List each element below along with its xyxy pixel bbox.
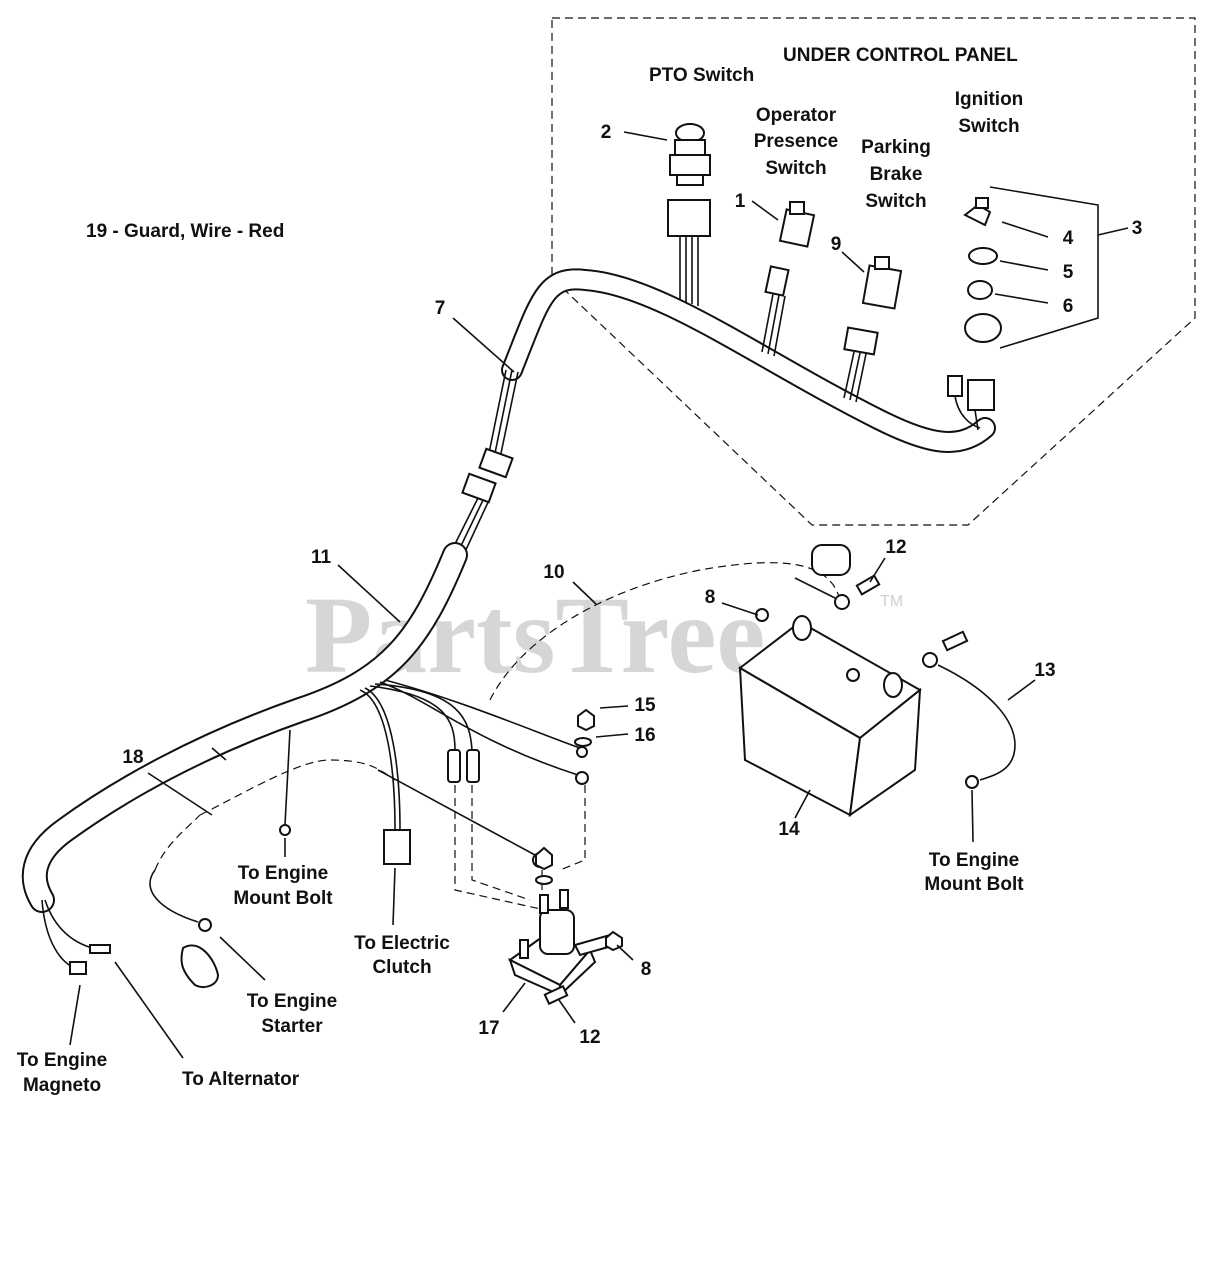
- callout-12-bottom: 12: [579, 1027, 600, 1048]
- label-mount-left-2: Mount Bolt: [233, 888, 333, 909]
- pto-connector: [667, 199, 711, 237]
- spade-terminal-b: [466, 749, 480, 783]
- ignition-bezel: [968, 247, 998, 265]
- callout-numbers: 2 1 9 4 5 6 3 7 11 10 12 8 15 16 13 14 1…: [122, 122, 1142, 1048]
- ignition-switch-parts: [947, 186, 1129, 431]
- callout-12-top: 12: [885, 537, 906, 558]
- battery: [738, 608, 922, 818]
- label-starter-2: Starter: [261, 1016, 323, 1037]
- label-operator-3: Switch: [765, 158, 826, 179]
- ignition-key: [963, 203, 992, 227]
- magneto-connector: [69, 961, 87, 975]
- operator-connector: [764, 265, 790, 297]
- harness-branch-wires: [41, 679, 589, 975]
- label-alternator: To Alternator: [182, 1069, 300, 1090]
- callout-16: 16: [634, 725, 655, 746]
- label-magneto-2: Magneto: [23, 1075, 101, 1096]
- callout-13: 13: [1034, 660, 1055, 681]
- harness-connector-lower: [461, 472, 497, 504]
- label-mount-right-1: To Engine: [929, 850, 1019, 871]
- callout-9: 9: [831, 234, 842, 255]
- starter-boot: [180, 944, 220, 988]
- callout-10: 10: [543, 562, 564, 583]
- label-mount-right-2: Mount Bolt: [924, 874, 1024, 895]
- ignition-body: [964, 313, 1002, 343]
- label-clutch-2: Clutch: [372, 957, 431, 978]
- wire-18-guide: [199, 759, 396, 816]
- callout-6: 6: [1063, 296, 1074, 317]
- callout-5: 5: [1063, 262, 1074, 283]
- label-mount-left-1: To Engine: [238, 863, 328, 884]
- label-clutch-1: To Electric: [354, 933, 450, 954]
- label-ignition-2: Switch: [958, 116, 1019, 137]
- callout-2: 2: [601, 122, 612, 143]
- callout-8-top: 8: [705, 587, 716, 608]
- leader-lines: [69, 131, 1049, 1059]
- label-pto-switch: PTO Switch: [649, 65, 754, 86]
- operator-presence-switch: [761, 201, 816, 357]
- label-starter-1: To Engine: [247, 991, 337, 1012]
- ignition-nut: [967, 280, 993, 300]
- harness-middle-wires: [451, 369, 519, 555]
- label-brake-1: Parking: [861, 137, 931, 158]
- alternator-connector: [89, 944, 111, 954]
- bolt-battery: [941, 630, 969, 652]
- control-panel-outline: [551, 17, 1196, 526]
- clutch-connector: [383, 829, 411, 865]
- label-operator-2: Presence: [754, 131, 839, 152]
- battery-cables: [794, 544, 1016, 789]
- solenoid-guides: [454, 785, 586, 911]
- labels: UNDER CONTROL PANEL 19 - Guard, Wire - R…: [17, 45, 1024, 1096]
- label-brake-2: Brake: [870, 164, 923, 185]
- callout-1: 1: [735, 191, 746, 212]
- label-brake-3: Switch: [865, 191, 926, 212]
- bracket-3: [989, 186, 1099, 349]
- callout-7: 7: [435, 298, 446, 319]
- callout-15: 15: [634, 695, 656, 716]
- pto-switch: [667, 123, 711, 306]
- harness-upper: [501, 268, 996, 453]
- panel-title: UNDER CONTROL PANEL: [783, 45, 1018, 66]
- callout-8-bottom: 8: [641, 959, 652, 980]
- watermark-tm: TM: [880, 593, 903, 610]
- callout-14: 14: [778, 819, 800, 840]
- callout-3: 3: [1132, 218, 1143, 239]
- label-magneto-1: To Engine: [17, 1050, 107, 1071]
- hardware-15-16: [535, 708, 595, 885]
- ignition-connector: [967, 379, 995, 411]
- starter-solenoid: [508, 889, 623, 1006]
- callout-11: 11: [311, 547, 332, 568]
- harness-connector-upper: [478, 447, 514, 479]
- harness-lower: [21, 542, 468, 913]
- label-operator-1: Operator: [756, 105, 837, 126]
- bolt-12-bottom: [543, 984, 569, 1006]
- label-ignition-1: Ignition: [955, 89, 1024, 110]
- bolt-12-top: [855, 574, 881, 596]
- callout-4: 4: [1063, 228, 1074, 249]
- spade-terminal-a: [447, 749, 461, 783]
- callout-17: 17: [478, 1018, 499, 1039]
- parking-brake-switch: [843, 256, 903, 403]
- brake-connector: [843, 326, 879, 356]
- callout-18: 18: [122, 747, 143, 768]
- terminal-boot: [811, 544, 851, 576]
- guard-note: 19 - Guard, Wire - Red: [86, 221, 284, 242]
